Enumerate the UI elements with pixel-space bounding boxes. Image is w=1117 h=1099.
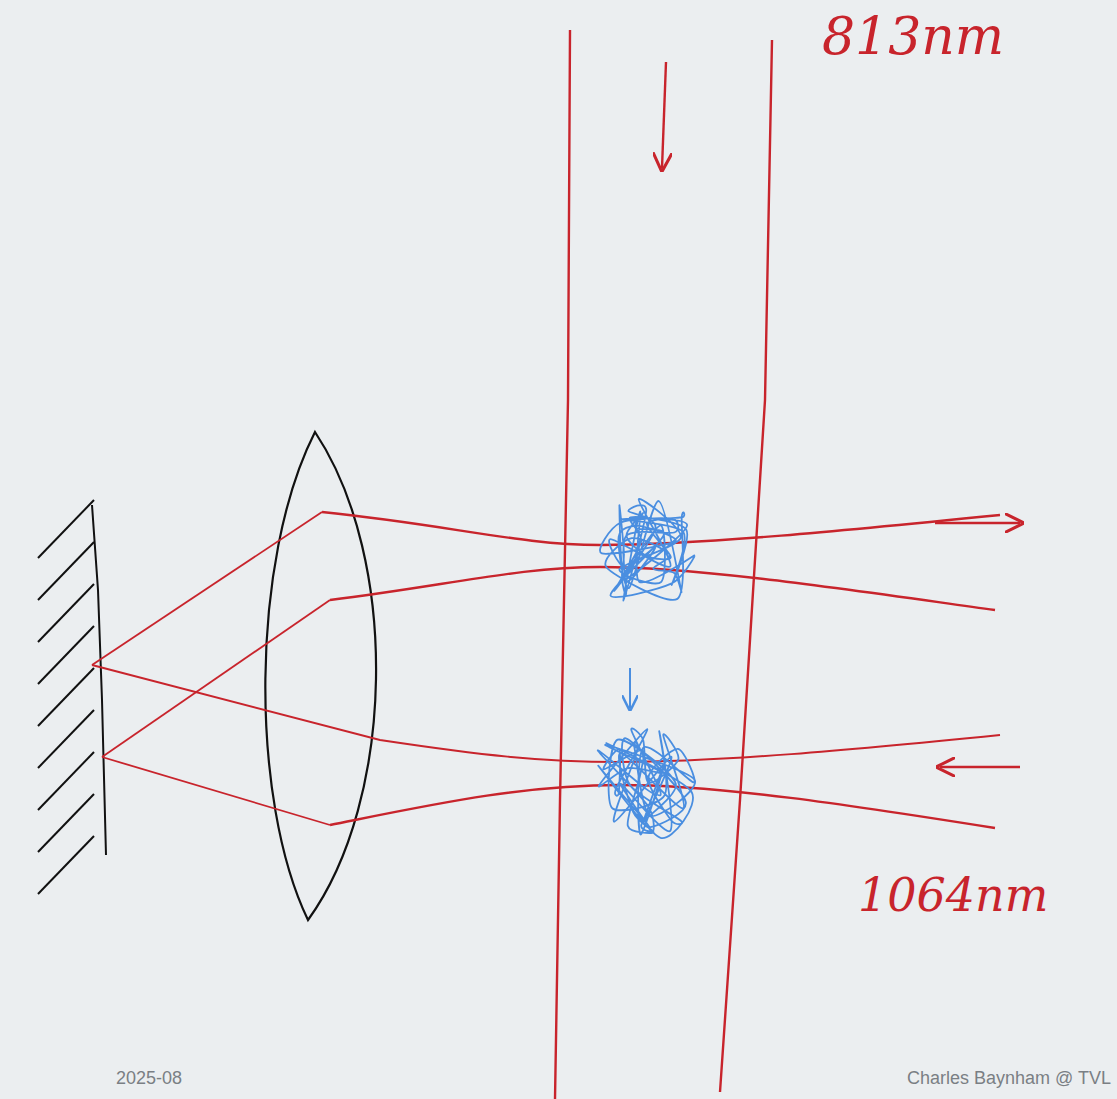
lens xyxy=(265,432,376,920)
author-label: Charles Baynham @ TVL xyxy=(907,1068,1111,1089)
atom-cloud xyxy=(598,499,695,838)
transport-arrow xyxy=(629,668,631,708)
wavelength-label: 1064nm xyxy=(858,868,1048,922)
wavelength-label: 813nm xyxy=(822,6,1004,66)
lattice-beam-813 xyxy=(555,30,772,1099)
mirror xyxy=(38,500,106,894)
conveyor-beam-1064 xyxy=(92,512,1020,828)
date-label: 2025-08 xyxy=(116,1068,182,1089)
